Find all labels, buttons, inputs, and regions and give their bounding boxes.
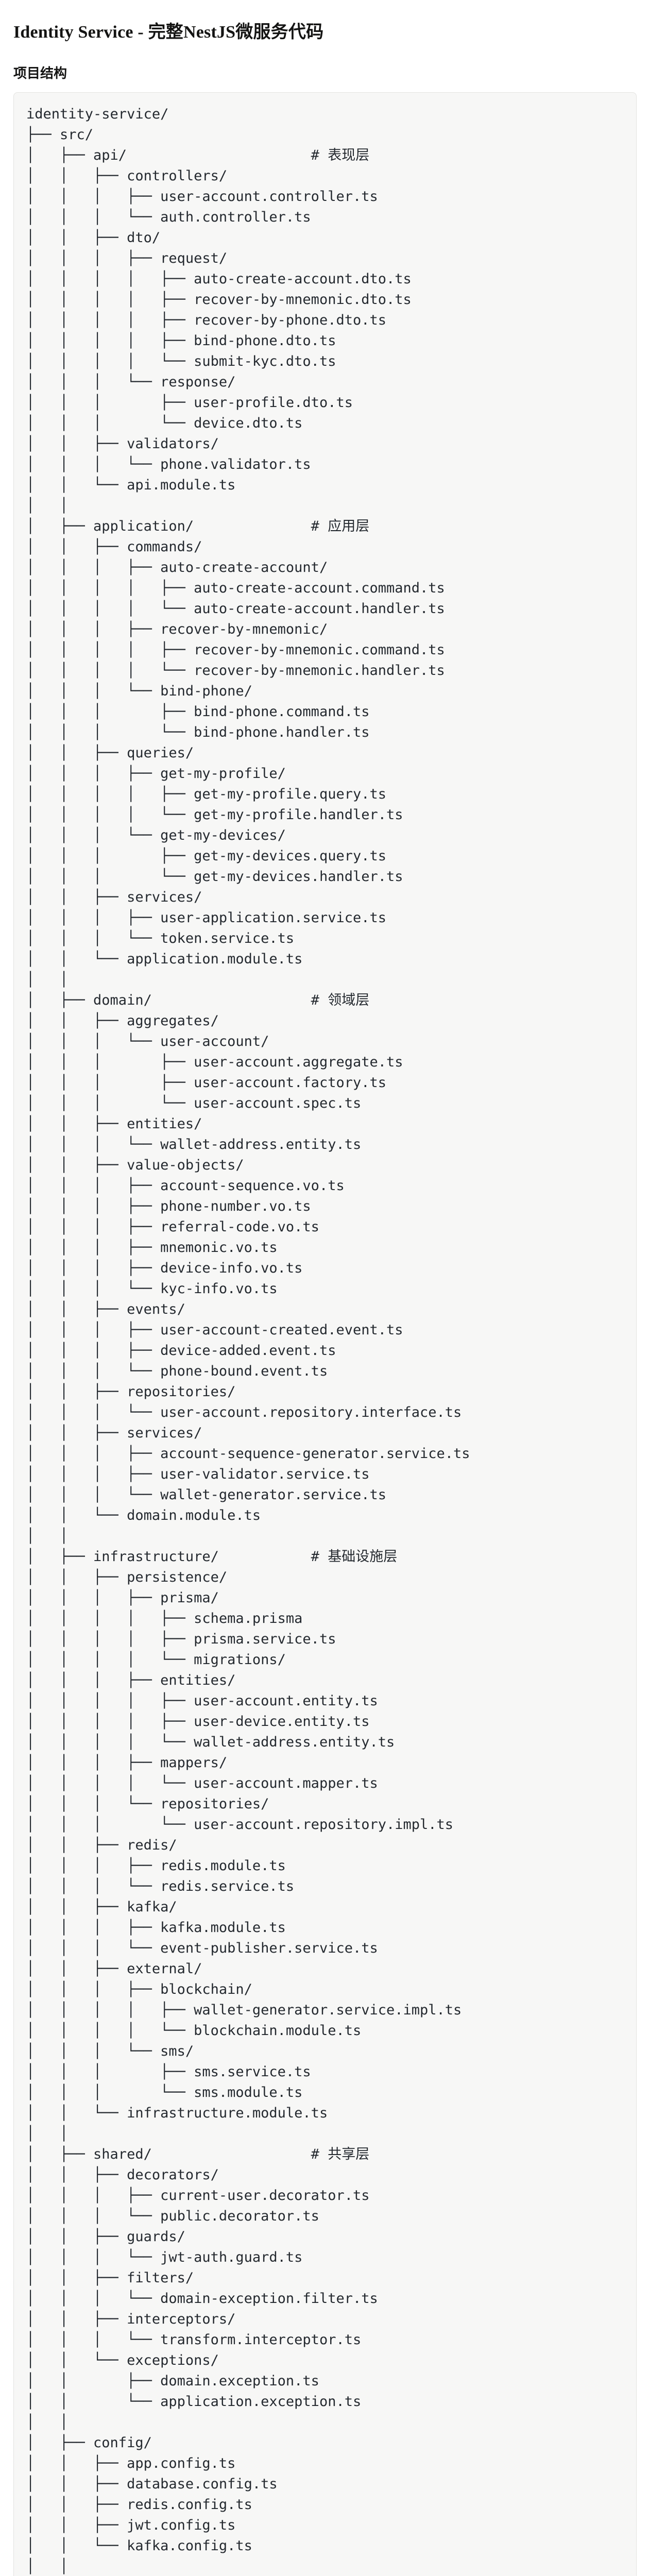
project-structure-code-block: identity-service/ ├── src/ │ ├── api/ # …: [13, 92, 637, 2576]
section-heading-project-structure: 项目结构: [13, 65, 67, 81]
page-title: Identity Service - 完整NestJS微服务代码: [13, 23, 324, 42]
file-tree: identity-service/ ├── src/ │ ├── api/ # …: [26, 106, 470, 2574]
